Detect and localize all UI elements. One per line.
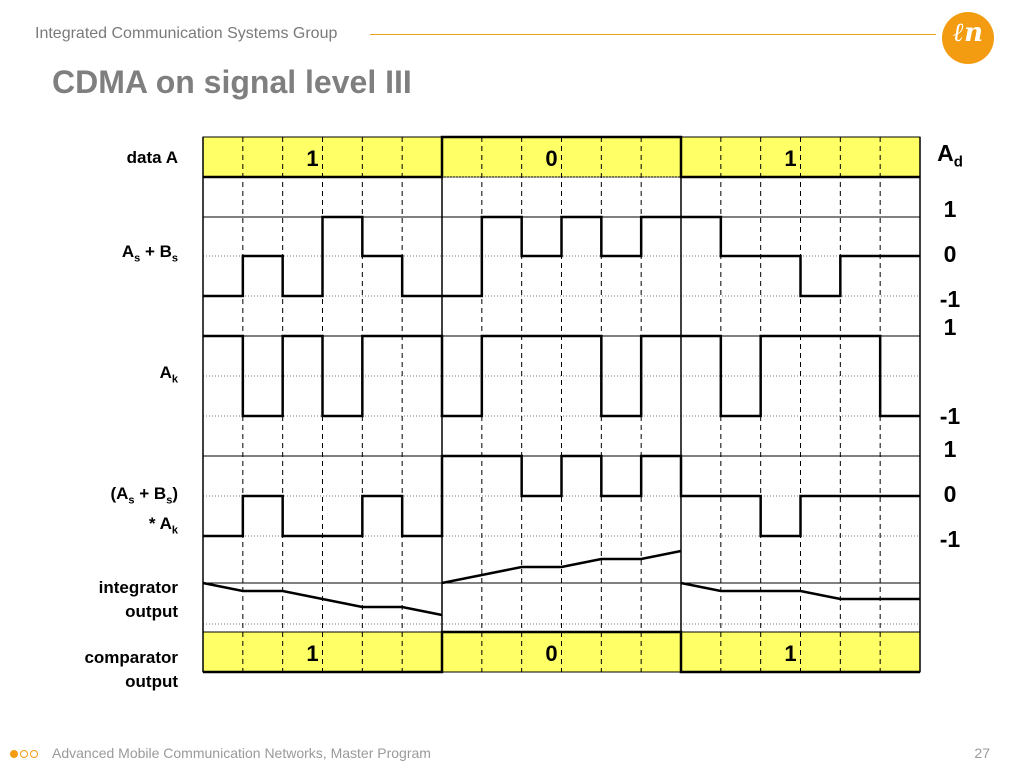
level-ak-1: 1 [943, 314, 957, 340]
level-prod-0: 0 [943, 481, 957, 507]
logo-text: ℓn [952, 18, 983, 48]
label-as-plus-bs: As + Bs [121, 242, 178, 265]
comparator-trace [203, 630, 920, 674]
as-plus-bs-waveform [203, 215, 920, 298]
integrator-trace [202, 581, 443, 617]
level-prod-1: 1 [943, 436, 957, 462]
data-a-trace [203, 135, 920, 179]
level-prod-minus1: -1 [939, 526, 961, 552]
data-bit-label: 1 [784, 146, 796, 171]
integrator-trace [441, 549, 682, 585]
label-product: (As + Bs)* Ak [110, 484, 178, 537]
label-ad: Ad [937, 140, 963, 171]
footer-program: Advanced Mobile Communication Networks, … [52, 745, 431, 761]
ak-waveform [203, 334, 920, 418]
level-ak-minus1: -1 [939, 403, 961, 429]
comparator-bit-label: 0 [545, 641, 557, 666]
page-number: 27 [974, 745, 990, 761]
level-as-bs-1: 1 [943, 196, 957, 222]
label-data-a: data A [126, 148, 178, 167]
level-as-bs-0: 0 [943, 241, 957, 267]
data-bit-label: 0 [545, 146, 557, 171]
integrator-trace [680, 581, 920, 601]
footer-dot-outline [30, 750, 38, 758]
footer-dot-outline [20, 750, 28, 758]
org-name: Integrated Communication Systems Group [35, 25, 338, 42]
university-logo: ℓn [942, 12, 994, 64]
data-bit-label: 1 [306, 146, 318, 171]
footer-dot-filled [10, 750, 18, 758]
comparator-bit-label: 1 [306, 641, 318, 666]
header-divider [370, 34, 936, 35]
level-as-bs-minus1: -1 [939, 286, 961, 312]
comparator-bit-label: 1 [784, 641, 796, 666]
product-waveform [203, 454, 920, 538]
footer-dots [10, 745, 40, 763]
slide-title: CDMA on signal level III [52, 64, 412, 100]
label-ak: Ak [159, 363, 178, 386]
